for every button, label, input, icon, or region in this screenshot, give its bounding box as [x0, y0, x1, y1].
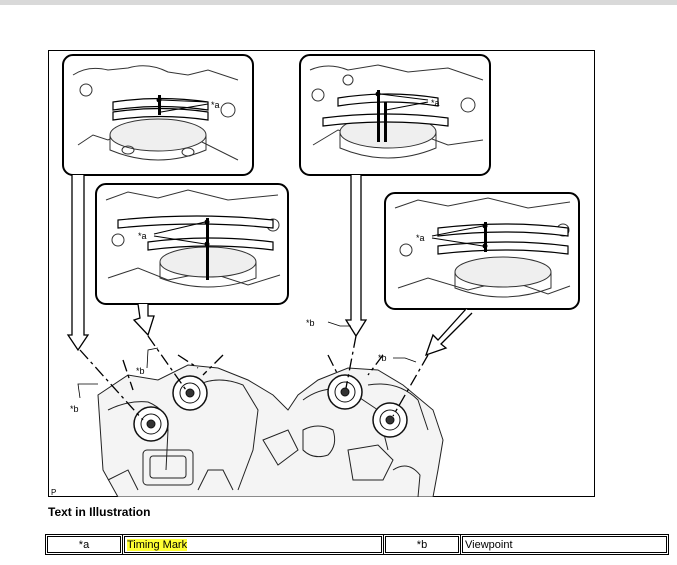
detail-view-1: *a	[62, 54, 254, 176]
legend-description-a: Timing Mark	[122, 534, 384, 555]
callout-b-3: *b	[306, 318, 315, 328]
figure-code: P	[51, 488, 56, 497]
timing-mark-highlight: Timing Mark	[127, 538, 188, 551]
camshaft-timing-illustration: *a *a	[48, 50, 595, 497]
legend-code-a: *a	[45, 534, 123, 555]
detail-view-2: *a	[299, 54, 491, 176]
legend-row: *a Timing Mark *b Viewpoint	[45, 534, 669, 555]
legend-code-b: *b	[383, 534, 461, 555]
viewpoint-arrows	[66, 175, 473, 357]
detail-view-4: *a	[384, 192, 580, 310]
callout-a-1: *a	[211, 100, 220, 110]
top-border	[0, 0, 677, 5]
viewpoint-callouts	[77, 321, 417, 399]
callout-b-4: *b	[378, 353, 387, 363]
callout-b-2: *b	[136, 366, 145, 376]
legend-description-b: Viewpoint	[460, 534, 669, 555]
viewpoint-lines	[79, 335, 429, 421]
callout-a-2: *a	[431, 98, 440, 108]
block-sprockets	[133, 374, 408, 442]
callout-a-4: *a	[416, 233, 425, 243]
legend-table: *a Timing Mark *b Viewpoint	[45, 534, 669, 555]
callout-b-1: *b	[70, 404, 79, 414]
text-in-illustration-heading: Text in Illustration	[48, 505, 151, 519]
callout-a-3: *a	[138, 231, 147, 241]
detail-view-3: *a	[95, 183, 289, 305]
